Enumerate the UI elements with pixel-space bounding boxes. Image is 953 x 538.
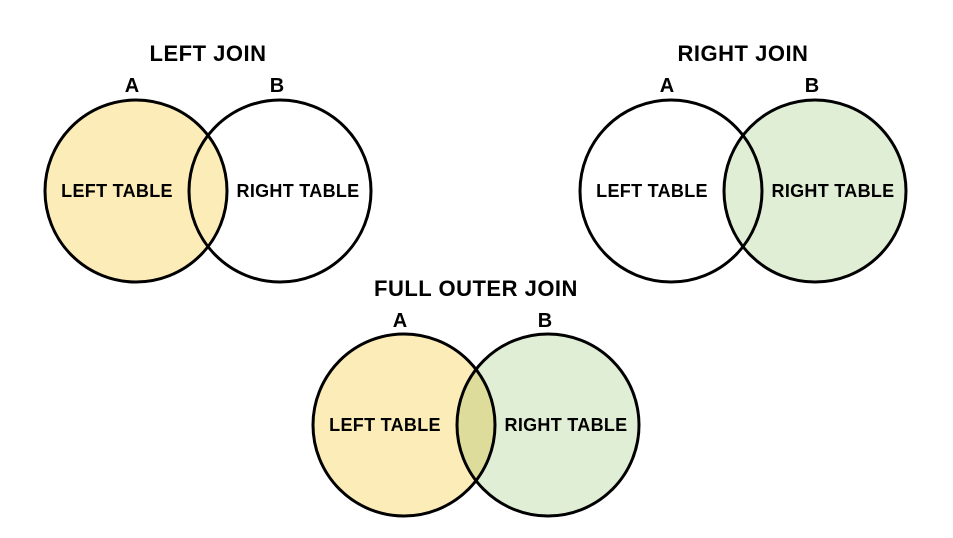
left-join-circle-b-outline [187,98,373,284]
right-join-circle-b-label: B [805,75,819,97]
full-outer-join-circle-b-outline [455,332,641,518]
right-join-circle-b-outline [722,98,908,284]
left-join-circle-b-label: B [270,75,284,97]
right-join-title: RIGHT JOIN [678,41,809,66]
right-join-diagram: RIGHT JOIN A B LEFT TABLE RIGHT TABLE [578,41,908,284]
full-outer-join-title: FULL OUTER JOIN [374,276,578,301]
left-join-diagram: LEFT JOIN A B LEFT TABLE RIGHT TABLE [43,41,373,284]
full-outer-join-circle-a-label: A [393,310,407,332]
full-outer-join-circle-b-label: B [538,310,552,332]
right-join-circle-a-outline [578,98,764,284]
full-outer-join-circle-a-outline [311,332,497,518]
right-join-right-table-text: RIGHT TABLE [772,181,895,201]
left-join-circle-a-fill [45,100,227,282]
left-join-title: LEFT JOIN [150,41,267,66]
left-join-circle-a-label: A [125,75,139,97]
left-join-left-table-text: LEFT TABLE [61,181,173,201]
full-outer-join-circle-a-fill [313,334,495,516]
full-outer-join-right-table-text: RIGHT TABLE [505,415,628,435]
full-outer-join-diagram: FULL OUTER JOIN A B LEFT TABLE RIGHT TAB… [311,276,641,518]
right-join-left-table-text: LEFT TABLE [596,181,708,201]
right-join-circle-b-fill [724,100,906,282]
left-join-circle-b-fill [189,100,371,282]
full-outer-join-left-table-text: LEFT TABLE [329,415,441,435]
left-join-circle-a-outline [43,98,229,284]
right-join-circle-a-label: A [660,75,674,97]
full-outer-join-circle-b-fill [457,334,639,516]
left-join-right-table-text: RIGHT TABLE [237,181,360,201]
right-join-circle-a-fill [580,100,762,282]
